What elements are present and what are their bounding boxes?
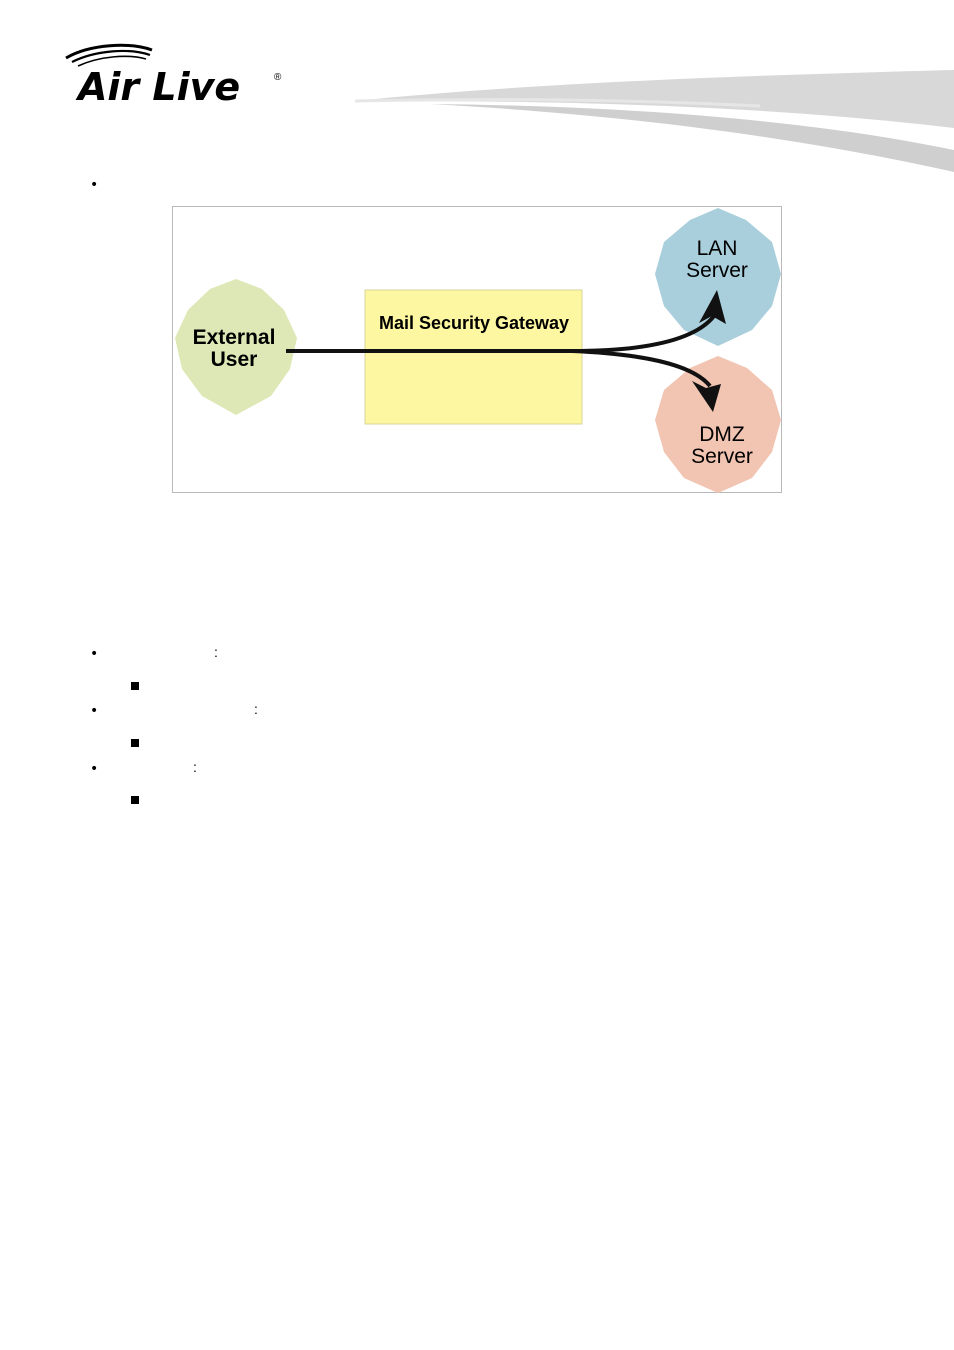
arrow-head-dmz — [692, 381, 721, 412]
external-user-label-line2: User — [211, 348, 258, 371]
dmz-server-label-line2: Server — [691, 445, 753, 468]
airlive-logo: Air Live ® — [60, 40, 300, 110]
mail-security-gateway-box — [364, 289, 583, 425]
dmz-server-label-line1: DMZ — [699, 423, 745, 446]
external-user-node — [175, 279, 297, 415]
registered-mark: ® — [274, 72, 282, 83]
gateway-label: Mail Security Gateway — [379, 313, 569, 333]
square-bullet-1 — [131, 682, 139, 690]
bullet-2-colon: : — [254, 701, 258, 717]
header-swoosh — [354, 70, 954, 172]
bullet-3-colon: : — [193, 759, 197, 775]
bullet-1-colon: : — [214, 644, 218, 660]
square-bullet-2 — [131, 739, 139, 747]
logo-wordmark: Air Live — [75, 65, 240, 109]
bullet-dot-1: • — [90, 646, 99, 662]
dmz-server-node — [655, 356, 781, 493]
lan-server-label-line1: LAN — [697, 237, 738, 260]
bullet-dot-2: • — [90, 703, 99, 719]
routing-diagram: External User Mail Security Gateway LAN … — [175, 208, 781, 493]
lan-server-label-line2: Server — [686, 259, 748, 282]
external-user-label-line1: External — [193, 326, 276, 349]
arrow-head-lan — [699, 290, 726, 324]
lan-server-node — [655, 208, 781, 346]
bullet-dot-0: • — [90, 177, 99, 193]
airlive-logo-graphic: Air Live ® — [65, 43, 282, 109]
square-bullet-3 — [131, 796, 139, 804]
traffic-line-to-dmz — [571, 349, 712, 388]
bullet-dot-3: • — [90, 761, 99, 777]
